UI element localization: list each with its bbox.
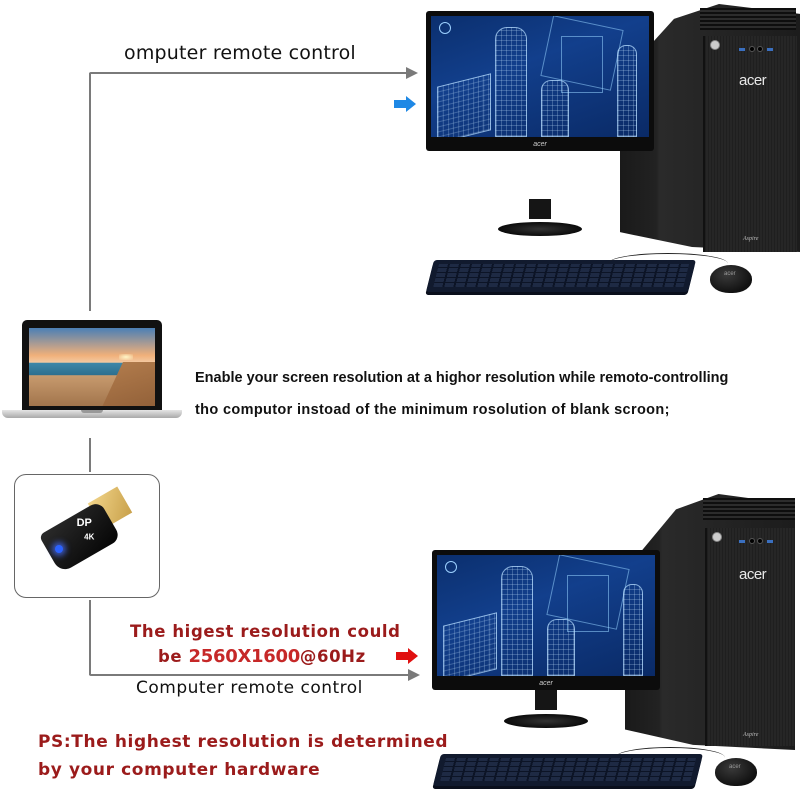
top-mouse: acer (710, 265, 752, 293)
top-connector-horizontal (89, 72, 407, 74)
laptop-lid (22, 320, 162, 410)
tower-model-label: Aspire (743, 732, 759, 738)
audio-jack-icon (757, 46, 763, 52)
monitor-brand-logo: acer (539, 680, 553, 687)
description-line-1: Enable your screen resolution at a higho… (195, 370, 729, 386)
bottom-connector-vertical (89, 600, 91, 675)
bottom-workstation: acer Aspire acer acer (425, 490, 800, 800)
mouse-cable (615, 747, 725, 768)
monitor-stand-base (504, 714, 588, 728)
monitor-screen-blueprint (431, 16, 649, 137)
dongle-dp-logo: DP (76, 517, 92, 530)
top-monitor: acer (426, 11, 654, 151)
bottom-connector-arrowhead-icon (408, 669, 420, 681)
resolution-prefix: be (158, 647, 189, 666)
footnote-line-2: by your computer hardware (38, 760, 321, 780)
monitor-neck (535, 690, 557, 710)
bottom-monitor: acer (432, 550, 660, 690)
monitor-neck (529, 199, 551, 219)
bottom-tower-front-panel: acer Aspire (705, 528, 795, 746)
monitor-screen-blueprint (437, 555, 655, 676)
top-workstation: acer Aspire acer acer (420, 0, 800, 300)
audio-jack-icon (749, 46, 755, 52)
resolution-line-2: be 2560X1600@60Hz (158, 646, 366, 667)
laptop-screen-beach (29, 328, 155, 406)
red-arrow-icon (396, 648, 418, 664)
top-connector-label: omputer remote control (124, 42, 356, 64)
usb-port-icon (739, 540, 745, 543)
power-button-icon (710, 40, 720, 50)
top-connector-vertical (89, 73, 91, 311)
tower-side-vents (700, 8, 796, 30)
laptop-notch (81, 410, 103, 413)
laptop-base (2, 410, 182, 418)
bottom-connector-label: Computer remote control (136, 678, 363, 698)
power-button-icon (712, 532, 722, 542)
tower-brand-logo: acer (739, 72, 767, 89)
top-connector-arrowhead-icon (406, 67, 418, 79)
monitor-brand-logo: acer (533, 141, 547, 148)
usb-port-icon (739, 48, 745, 51)
resolution-line-1: The higest resolution could (130, 622, 401, 641)
mouse-brand-logo: acer (724, 271, 736, 277)
monitor-stand-base (498, 222, 582, 236)
audio-jack-icon (749, 538, 755, 544)
top-tower-front-panel: acer Aspire (703, 36, 797, 252)
bottom-connector-horizontal (89, 674, 409, 676)
tower-brand-logo: acer (739, 566, 767, 583)
tower-model-label: Aspire (743, 236, 759, 242)
description-line-2: tho computor instoad of the minimum roso… (195, 402, 670, 418)
usb-port-icon (767, 540, 773, 543)
laptop (2, 318, 186, 428)
footnote-line-1: PS:The highest resolution is determined (38, 732, 449, 752)
dongle-4k-label: 4K (84, 532, 95, 542)
mouse-brand-logo: acer (729, 764, 741, 770)
bottom-mouse: acer (715, 758, 757, 786)
tower-side-vents (703, 498, 795, 520)
usb-port-icon (767, 48, 773, 51)
audio-jack-icon (757, 538, 763, 544)
resolution-value: 2560X1600 (188, 646, 301, 667)
resolution-suffix: @60Hz (299, 647, 366, 666)
laptop-to-dongle-connector (89, 438, 91, 472)
dongle-led-icon (55, 545, 63, 553)
blue-arrow-icon (394, 96, 416, 112)
dongle-frame: DP 4K (14, 474, 160, 598)
mouse-cable (608, 253, 728, 274)
